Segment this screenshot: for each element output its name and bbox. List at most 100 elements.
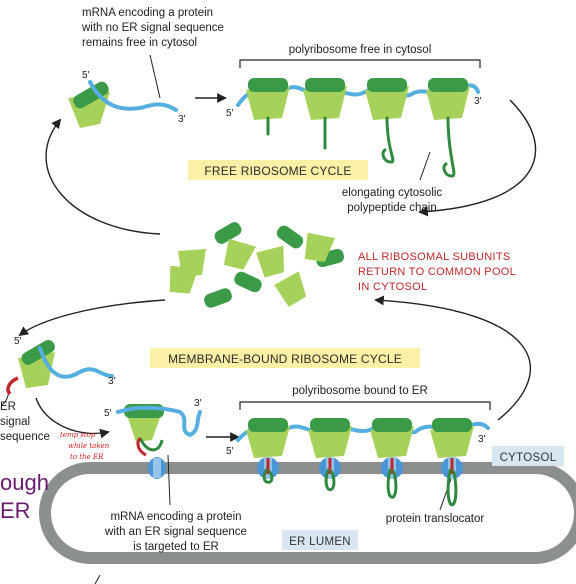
polypeptide <box>446 468 458 507</box>
cytosol-tag: CYTOSOL <box>492 446 564 466</box>
er-signal-line-1: ER <box>0 401 16 413</box>
polypeptide <box>262 468 274 484</box>
er-membrane <box>39 462 576 564</box>
cycle-arrows <box>18 93 537 442</box>
membrane-bound-start <box>6 340 114 396</box>
large-subunit <box>372 418 412 432</box>
er-signal-peptide <box>6 376 19 396</box>
er-lumen-tag: ER LUMEN <box>282 530 358 550</box>
free-polysome-ribosome <box>365 78 409 164</box>
polypeptide <box>386 468 398 499</box>
targeted-line-1: mRNA encoding a protein <box>110 511 241 523</box>
small-subunit <box>246 426 290 458</box>
large-subunit <box>214 222 242 244</box>
polypeptide <box>138 437 164 452</box>
free-mrna-line-3: remains free in cytosol <box>82 37 197 49</box>
small-subunit <box>426 86 470 120</box>
leader-bottom <box>94 574 101 584</box>
small-subunit <box>274 271 307 307</box>
polyribosome-er-label: polyribosome bound to ER <box>292 385 428 397</box>
side-text: ough ER <box>0 470 49 523</box>
cytosol-label: CYTOSOL <box>500 452 557 464</box>
large-subunit <box>21 340 55 365</box>
three-prime-label: 3′ <box>108 376 116 387</box>
side-text-line-1: ough <box>0 470 49 495</box>
five-prime-label: 5′ <box>226 108 234 119</box>
bracket-er-polysome <box>239 401 491 410</box>
free-cycle-banner: FREE RIBOSOME CYCLE <box>188 160 368 180</box>
small-subunit <box>223 238 256 270</box>
free-polysome-ribosome <box>303 78 347 150</box>
membrane-cycle-banner: MEMBRANE-BOUND RIBOSOME CYCLE <box>150 348 420 368</box>
mrna-strand <box>38 346 114 379</box>
large-subunit <box>276 225 304 249</box>
large-subunit <box>305 78 345 92</box>
translocator-label: protein translocator <box>386 513 485 525</box>
small-subunit <box>365 86 409 120</box>
er-lumen-label: ER LUMEN <box>289 536 351 548</box>
small-subunit <box>128 412 162 442</box>
three-prime-label: 3′ <box>178 114 186 125</box>
elongating-caption: elongating cytosolic polypeptide chain <box>342 187 443 214</box>
mrna-strand <box>116 405 202 438</box>
elongating-line-1: elongating cytosolic <box>342 187 443 199</box>
arrow-signal-to-targeted <box>35 397 110 439</box>
handwritten-line-1: temp stop <box>60 431 96 439</box>
handwritten-line-2: while taken <box>68 442 110 450</box>
targeted-line-3: is targeted to ER <box>133 541 219 553</box>
handwritten-note: temp stop while taken to the ER <box>60 431 110 461</box>
leader-free-mrna <box>149 54 161 99</box>
membrane-cycle-label: MEMBRANE-BOUND RIBOSOME CYCLE <box>168 352 402 366</box>
five-prime-label: 5′ <box>14 336 22 347</box>
er-signal-line-2: signal <box>0 416 30 428</box>
large-subunit <box>248 78 288 92</box>
leader-targeted-mrna <box>167 454 171 506</box>
free-polysome-ribosome <box>426 78 470 178</box>
arrow-to-membrane-cycle <box>18 299 166 337</box>
five-prime-label: 5′ <box>82 70 90 81</box>
arrow-to-free-cycle <box>45 118 161 235</box>
small-subunit <box>169 265 199 294</box>
large-subunit <box>428 78 468 92</box>
three-prime-label: 3′ <box>474 96 482 107</box>
er-polysome-ribosome <box>370 418 414 499</box>
five-prime-label: 5′ <box>226 446 234 457</box>
arrow-to-pool-from-er <box>374 295 532 421</box>
translocator-channel <box>153 458 161 478</box>
large-subunit <box>234 271 262 293</box>
three-prime-label: 3′ <box>194 398 202 409</box>
large-subunit <box>367 78 407 92</box>
return-pool-line-3: IN CYTOSOL <box>358 281 427 293</box>
free-mrna-line-2: with no ER signal sequence <box>81 22 224 34</box>
handwritten-line-3: to the ER <box>70 453 104 461</box>
er-signal-line-3: sequence <box>0 431 50 443</box>
large-subunit <box>73 81 109 109</box>
mrna-strand <box>88 80 178 112</box>
targeted-line-2: with an ER signal sequence <box>104 526 247 538</box>
small-subunit <box>256 245 284 278</box>
polypeptide <box>381 116 395 164</box>
strand-end-labels: 5′ 3′ 5′ 3′ 5′ 3′ 5′ 3′ 5′ 3′ <box>14 70 486 457</box>
polypeptide <box>324 468 336 492</box>
return-pool-caption: ALL RIBOSOMAL SUBUNITS RETURN TO COMMON … <box>358 251 516 293</box>
small-subunit <box>430 426 474 458</box>
polyribosome-free-label: polyribosome free in cytosol <box>289 44 432 56</box>
side-text-line-2: ER <box>0 498 31 523</box>
five-prime-label: 5′ <box>104 408 112 419</box>
ribosomal-subunit-pool <box>169 222 344 308</box>
free-ribosome-single <box>68 80 178 128</box>
er-signal-peptide <box>136 437 147 457</box>
three-prime-label: 3′ <box>478 434 486 445</box>
large-subunit <box>310 418 350 432</box>
large-subunit <box>432 418 472 432</box>
small-subunit <box>308 426 352 458</box>
return-pool-line-1: ALL RIBOSOMAL SUBUNITS <box>358 251 511 263</box>
small-subunit <box>303 86 347 120</box>
er-polysome-ribosome <box>308 418 352 492</box>
polypeptide <box>442 116 456 178</box>
elongating-line-2: polypeptide chain <box>347 202 437 214</box>
targeted-mrna-caption: mRNA encoding a protein with an ER signa… <box>104 511 247 553</box>
free-polyribosome <box>236 78 480 178</box>
free-mrna-line-1: mRNA encoding a protein <box>82 7 213 19</box>
